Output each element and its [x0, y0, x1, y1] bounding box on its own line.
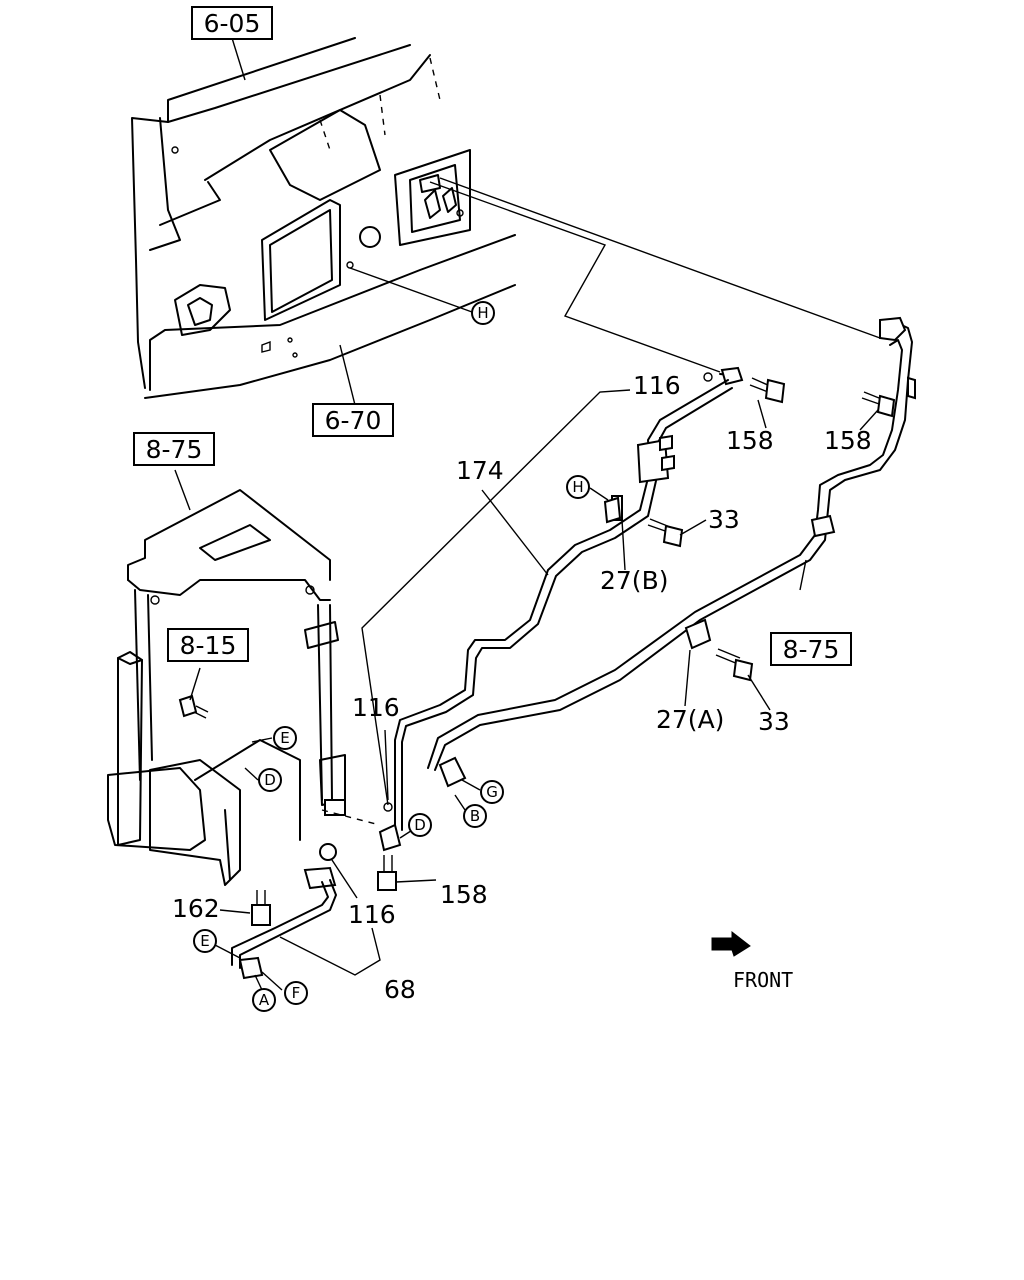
- label-27a: 27(A): [656, 705, 724, 734]
- callout-b: B: [463, 804, 487, 828]
- tube-68: [231, 809, 381, 980]
- label-162: 162: [172, 894, 220, 923]
- callout-b-text: B: [470, 807, 480, 825]
- ref-box-8-75-right: 8-75: [770, 632, 852, 666]
- ref-box-6-70: 6-70: [312, 403, 394, 437]
- label-33-top: 33: [708, 505, 740, 534]
- ref-8-75-left-text: 8-75: [146, 435, 203, 464]
- callout-h-top: H: [471, 301, 495, 325]
- bolt-33-mid: [715, 648, 754, 682]
- cab-panel-drawing: [131, 37, 516, 399]
- ref-box-8-15: 8-15: [167, 628, 249, 662]
- callout-d-right: D: [408, 813, 432, 837]
- callout-g-text: G: [486, 783, 498, 801]
- label-33-mid: 33: [758, 707, 790, 736]
- label-158-low: 158: [440, 880, 488, 909]
- front-arrow-icon: [711, 930, 751, 957]
- callout-h-mid: H: [566, 475, 590, 499]
- ref-box-6-05: 6-05: [191, 6, 273, 40]
- bolt-162: [251, 890, 271, 926]
- clip-27b: [603, 496, 622, 524]
- front-indicator: FRONT: [711, 930, 793, 992]
- callout-a: A: [252, 988, 276, 1012]
- ref-box-8-75-left: 8-75: [133, 432, 215, 466]
- label-27b: 27(B): [600, 566, 668, 595]
- callout-d-right-text: D: [414, 816, 426, 834]
- callout-e-top-text: E: [280, 729, 289, 747]
- bolt-33-top: [647, 518, 684, 548]
- callout-h-top-text: H: [477, 304, 488, 322]
- right-tube: [427, 316, 916, 788]
- callout-e-low-text: E: [200, 932, 209, 950]
- tube-174: [378, 379, 733, 852]
- callout-d-left-text: D: [264, 771, 276, 789]
- callout-f-text: F: [292, 984, 301, 1002]
- front-label: FRONT: [733, 968, 793, 992]
- callout-e-top: E: [273, 726, 297, 750]
- bolt-158-top: [749, 377, 786, 404]
- bolts: [178, 377, 896, 926]
- bolt-158-low: [377, 855, 397, 891]
- label-116-top: 116: [633, 371, 681, 400]
- callout-a-text: A: [259, 991, 270, 1009]
- label-116-mid: 116: [352, 693, 400, 722]
- label-174: 174: [456, 456, 504, 485]
- callout-f: F: [284, 981, 308, 1005]
- upper-hose-line: [429, 177, 881, 386]
- leader-lines: [174, 37, 879, 991]
- callout-g: G: [480, 780, 504, 804]
- part-labels: 116 174 158 158 33 27(B) 116 27(A) 33 16…: [172, 371, 872, 1004]
- label-158-a: 158: [726, 426, 774, 455]
- ref-6-05-text: 6-05: [204, 9, 261, 38]
- bolt-8-15: [178, 694, 209, 719]
- callout-h-mid-text: H: [572, 478, 583, 496]
- ref-8-15-text: 8-15: [180, 631, 237, 660]
- ref-8-75-right-text: 8-75: [783, 635, 840, 664]
- label-158-b: 158: [824, 426, 872, 455]
- callout-e-low: E: [193, 929, 217, 953]
- label-116-low: 116: [348, 900, 396, 929]
- callout-d-left: D: [258, 768, 282, 792]
- bolt-158-right: [861, 391, 896, 418]
- ref-6-70-text: 6-70: [325, 406, 382, 435]
- label-68: 68: [384, 975, 416, 1004]
- radiator-frame-drawing: [107, 489, 346, 890]
